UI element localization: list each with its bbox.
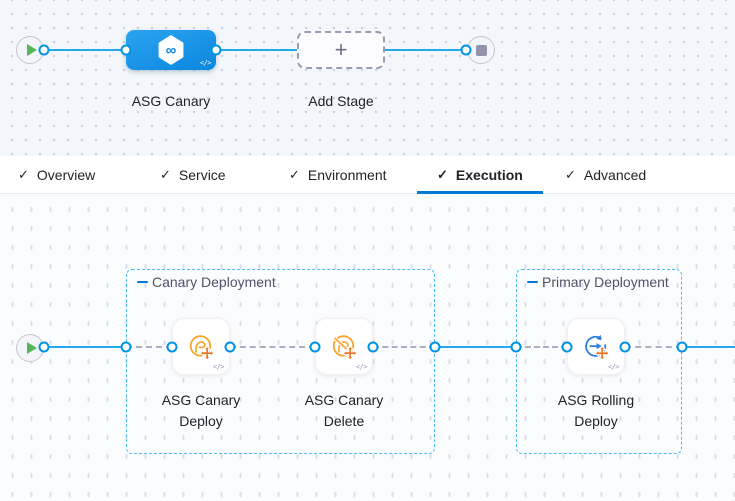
step-label[interactable]: ASG Canary Deploy (161, 392, 241, 429)
step-node-asg-rolling-deploy[interactable]: </> (567, 318, 625, 375)
port (120, 341, 132, 353)
group-label-text: Primary Deployment (542, 274, 669, 290)
infinity-icon: ∞ (165, 41, 177, 59)
stage-label[interactable]: ASG Canary (131, 93, 211, 109)
port (120, 44, 132, 56)
yaml-code-icon[interactable]: </> (212, 363, 225, 371)
port (166, 341, 178, 353)
check-icon: ✓ (18, 166, 29, 182)
port (210, 44, 222, 56)
play-icon (26, 342, 37, 354)
tab-environment[interactable]: ✓ Environment (277, 156, 399, 194)
plus-icon: + (334, 37, 348, 62)
connector (126, 346, 172, 348)
check-icon: ✓ (565, 166, 576, 182)
connector (625, 346, 682, 348)
tab-advanced[interactable]: ✓ Advanced (553, 156, 658, 194)
tab-label: Execution (455, 166, 523, 183)
stage-node-asg-canary[interactable]: ∞ </> (126, 30, 216, 70)
step-group-primary-deployment[interactable] (516, 269, 682, 454)
connector (230, 346, 315, 348)
edge (44, 346, 126, 348)
port (38, 341, 50, 353)
edge (44, 49, 126, 51)
check-icon: ✓ (437, 166, 448, 182)
edge (682, 346, 735, 348)
group-collapse-dash-icon[interactable] (137, 280, 148, 284)
step-node-asg-canary-deploy[interactable]: </> (172, 318, 230, 375)
connector (373, 346, 435, 348)
edge (435, 346, 516, 348)
yaml-code-icon[interactable]: </> (199, 59, 212, 67)
step-label[interactable]: ASG Canary Delete (304, 392, 384, 429)
port (309, 341, 321, 353)
connector (516, 346, 567, 348)
port (460, 44, 472, 56)
group-collapse-dash-icon[interactable] (527, 280, 538, 284)
tab-label: Overview (36, 166, 96, 183)
port (561, 341, 573, 353)
group-label-primary-deployment[interactable]: Primary Deployment (527, 274, 669, 290)
tab-execution[interactable]: ✓ Execution (417, 156, 543, 194)
asg-canary-delete-icon (332, 334, 358, 361)
tab-service[interactable]: ✓ Service (148, 156, 238, 194)
tab-label: Advanced (583, 166, 647, 183)
port (367, 341, 379, 353)
edge (385, 49, 466, 51)
port (619, 341, 631, 353)
yaml-code-icon[interactable]: </> (607, 363, 620, 371)
asg-rolling-deploy-icon (585, 334, 610, 361)
check-icon: ✓ (160, 166, 171, 182)
step-node-asg-canary-delete[interactable]: </> (315, 318, 373, 375)
group-label-canary-deployment[interactable]: Canary Deployment (137, 274, 276, 290)
group-label-text: Canary Deployment (152, 274, 276, 290)
tab-overview[interactable]: ✓ Overview (6, 156, 107, 194)
port (676, 341, 688, 353)
tab-label: Environment (307, 166, 387, 183)
stop-icon (475, 44, 487, 56)
port (429, 341, 441, 353)
asg-canary-deploy-icon (189, 334, 215, 361)
yaml-code-icon[interactable]: </> (355, 363, 368, 371)
stage-config-tabbar: ✓ Overview ✓ Service ✓ Environment ✓ Exe… (0, 156, 735, 194)
harness-cd-hexagon-icon: ∞ (158, 35, 184, 65)
add-stage-label[interactable]: Add Stage (308, 93, 374, 109)
port (38, 44, 50, 56)
edge (216, 49, 297, 51)
step-label[interactable]: ASG Rolling Deploy (557, 392, 635, 429)
play-icon (26, 44, 37, 56)
port (510, 341, 522, 353)
stage-pipeline-canvas: ∞ </> + ASG Canary Add Stage (0, 0, 735, 156)
add-stage-button[interactable]: + (297, 31, 385, 69)
tab-label: Service (178, 166, 226, 183)
execution-graph-canvas: Canary Deployment </> </> (0, 194, 735, 501)
pipeline-end-node[interactable] (467, 36, 495, 64)
step-group-canary-deployment[interactable] (126, 269, 435, 454)
check-icon: ✓ (289, 166, 300, 182)
port (224, 341, 236, 353)
